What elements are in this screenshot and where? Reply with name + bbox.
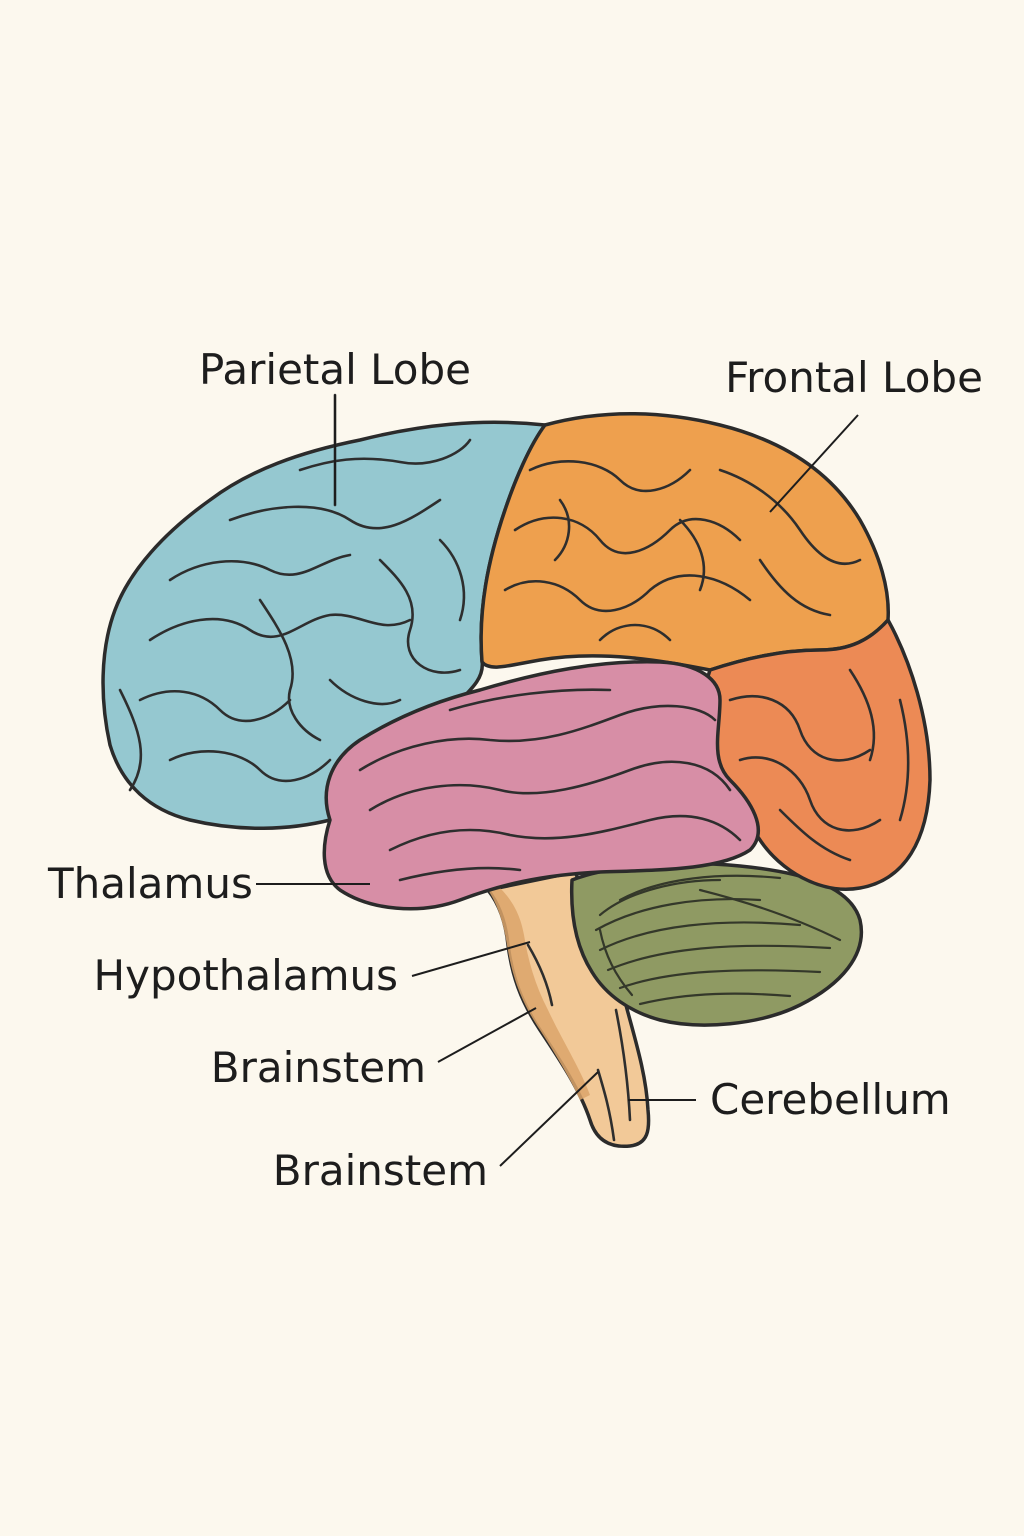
label-brainstem-lower: Brainstem [273,1146,488,1195]
hypothalamus-leader-line [411,941,531,977]
brainstem-upper-leader-line [437,1007,537,1063]
brainstem-lower-leader-line [499,1071,599,1167]
frontal-lobe-region [479,412,890,672]
label-parietal-lobe: Parietal Lobe [199,345,471,394]
brainstem-region [486,870,651,1149]
label-hypothalamus: Hypothalamus [94,951,398,1000]
frontal-leader-line [769,414,859,513]
cerebellum-region [569,861,864,1027]
temporal-region [322,660,761,911]
label-brainstem-upper: Brainstem [211,1043,426,1092]
label-frontal-lobe: Frontal Lobe [725,353,983,402]
label-thalamus: Thalamus [47,859,253,908]
parietal-lobe-region [101,393,547,830]
label-cerebellum: Cerebellum [710,1075,951,1124]
